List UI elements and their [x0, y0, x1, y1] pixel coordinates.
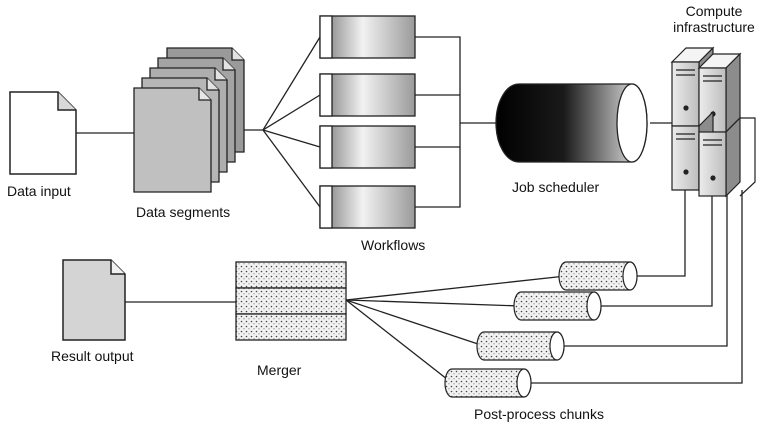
job-scheduler-label: Job scheduler [512, 179, 600, 195]
server-unit-icon [698, 116, 756, 198]
post-process-chunks-label: Post-process chunks [474, 406, 604, 422]
compute-label-line-1: Compute [685, 3, 743, 19]
result-output-label: Result output [51, 348, 134, 364]
post-process-chunk-icon [476, 331, 565, 361]
job-scheduler-cylinder-icon [495, 83, 648, 163]
workflow-box [319, 15, 416, 59]
connector-lines [76, 36, 743, 384]
post-process-chunk-icon [444, 368, 532, 398]
workflow-box [319, 125, 416, 169]
data-segments-label: Data segments [136, 204, 231, 220]
compute-servers-icon [670, 46, 756, 198]
result-output-document-icon [62, 259, 126, 341]
data-segments-stack-icon [133, 47, 245, 193]
workflows-label: Workflows [361, 237, 426, 253]
post-process-chunk-icon [558, 261, 638, 291]
compute-infrastructure-label: Compute infrastructure [668, 3, 759, 35]
post-process-chunk-icon [513, 291, 602, 321]
merger-label: Merger [257, 362, 302, 378]
merger-block-icon [235, 261, 347, 341]
compute-label-line-2: infrastructure [673, 19, 755, 35]
data-input-label: Data input [7, 183, 71, 199]
data-input-document-icon [9, 91, 77, 175]
workflow-box [319, 185, 416, 229]
workflow-box [319, 73, 416, 117]
